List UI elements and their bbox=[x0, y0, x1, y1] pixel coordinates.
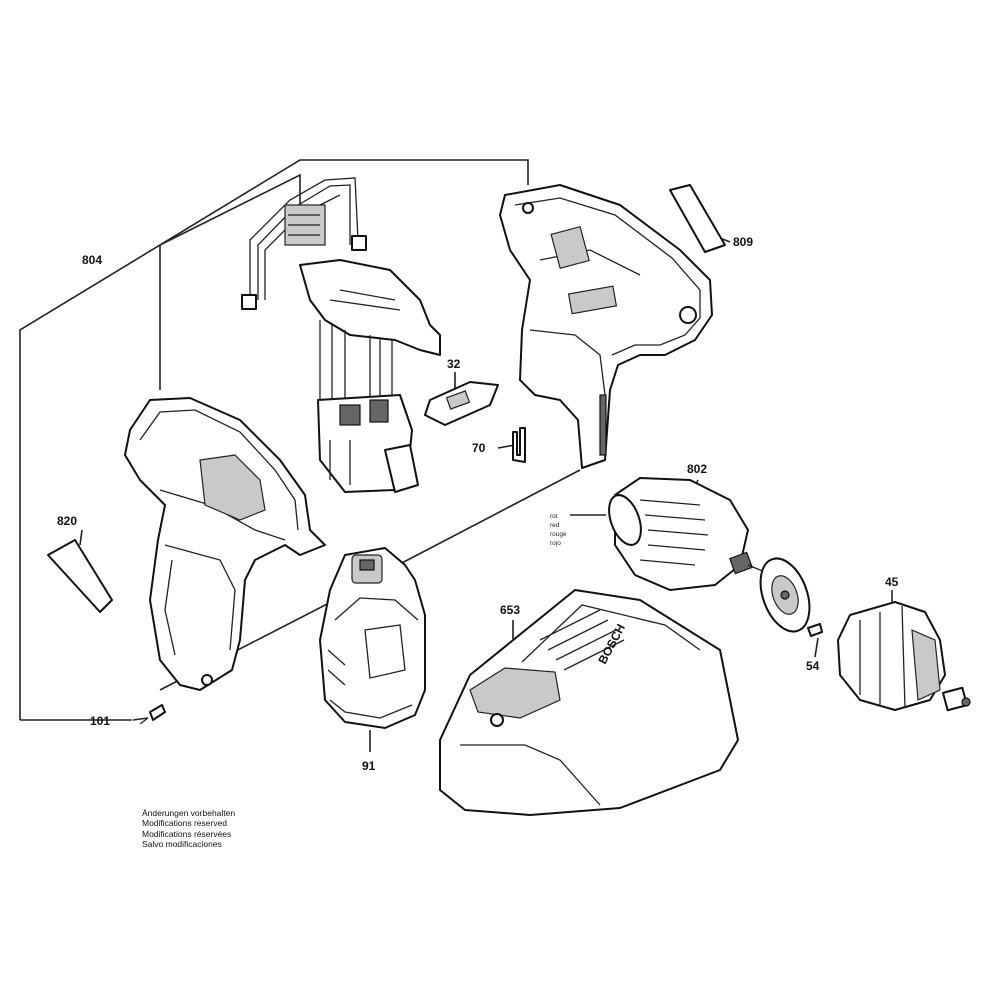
screw-54-part bbox=[807, 623, 823, 637]
label-820: 820 bbox=[57, 514, 77, 528]
label-45: 45 bbox=[885, 575, 899, 589]
left-housing-part bbox=[47, 397, 326, 691]
right-housing-part bbox=[499, 184, 726, 469]
note-line-fr: Modifications réservées bbox=[142, 828, 232, 839]
wire-color-note: rot red rouge rojo bbox=[550, 513, 567, 547]
label-70: 70 bbox=[472, 441, 486, 455]
charger-653-part: BOSCH bbox=[439, 589, 739, 816]
spring-70-part bbox=[512, 427, 526, 463]
slider-32-part bbox=[424, 381, 499, 426]
chuck-45-part bbox=[837, 601, 971, 712]
wire-color-1: rot bbox=[550, 513, 558, 520]
label-32: 32 bbox=[447, 357, 461, 371]
wire-color-3: rouge bbox=[550, 531, 567, 538]
label-809: 809 bbox=[733, 235, 753, 249]
battery-91-part bbox=[319, 547, 426, 729]
note-line-es: Salvo modificaciones bbox=[142, 839, 222, 850]
wire-color-4: rojo bbox=[550, 540, 561, 547]
motor-802-part bbox=[608, 477, 766, 591]
modifications-note: Änderungen vorbehalten Modifications res… bbox=[142, 808, 235, 850]
label-804: 804 bbox=[82, 253, 102, 267]
label-101: 101 bbox=[90, 714, 110, 728]
label-91: 91 bbox=[362, 759, 376, 773]
label-653: 653 bbox=[500, 603, 520, 617]
part-labels: 804 809 32 70 802 820 45 653 54 101 91 bbox=[57, 235, 899, 773]
screw-101-part bbox=[139, 704, 166, 725]
charger-vent-slots bbox=[539, 609, 625, 671]
label-802: 802 bbox=[687, 462, 707, 476]
note-line-de: Änderungen vorbehalten bbox=[142, 808, 236, 818]
mounting-plate-part bbox=[759, 557, 811, 633]
wiring-harness-part bbox=[241, 177, 441, 493]
label-54: 54 bbox=[806, 659, 820, 673]
note-line-en: Modifications reserved bbox=[142, 818, 228, 829]
wire-color-2: red bbox=[550, 522, 560, 529]
